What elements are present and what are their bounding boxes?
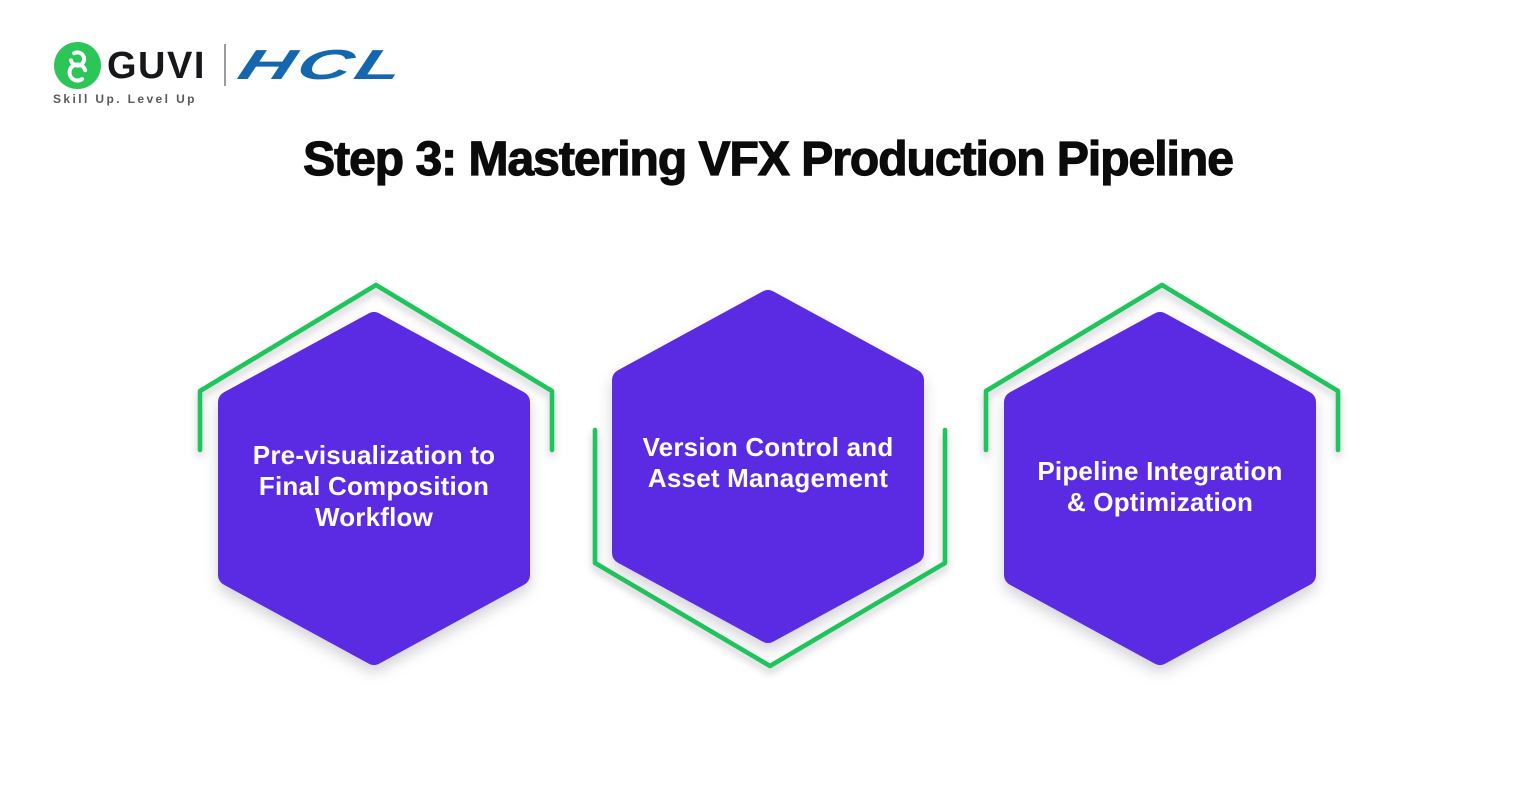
card-3-hexagon xyxy=(1004,312,1316,665)
card-1-hexagon xyxy=(218,312,530,665)
card-3-accent-chevron xyxy=(983,282,1341,453)
card-3-line-2: & Optimization xyxy=(1066,487,1254,517)
card-2-line-2: Asset Management xyxy=(647,463,889,493)
card-1-line-3: Workflow xyxy=(314,502,434,532)
hexagon-card-1-shape xyxy=(197,282,555,665)
hexagon-card-3-shape xyxy=(983,282,1341,665)
page-title: Step 3: Mastering VFX Production Pipelin… xyxy=(302,133,1234,186)
brand-tagline: Skill Up. Level Up xyxy=(53,92,197,106)
guvi-wordmark: GUVI xyxy=(107,45,206,87)
logo-divider xyxy=(224,44,226,86)
card-2-hexagon xyxy=(612,290,924,643)
card-3-line-1: Pipeline Integration xyxy=(1037,456,1283,486)
card-1-line-2: Final Composition xyxy=(258,471,490,501)
hexagon-card-1-label: Pre-visualization to Final Composition W… xyxy=(214,440,534,533)
card-2-line-1: Version Control and xyxy=(642,432,894,462)
hexagon-card-2-label: Version Control and Asset Management xyxy=(608,432,928,494)
hexagon-card-3-label: Pipeline Integration & Optimization xyxy=(1000,456,1320,518)
guvi-logo-icon xyxy=(54,42,101,89)
card-2-accent-chevron xyxy=(592,427,948,669)
card-1-accent-chevron xyxy=(197,282,555,453)
card-1-line-1: Pre-visualization to xyxy=(252,440,496,470)
hexagon-card-2-shape xyxy=(592,290,948,669)
